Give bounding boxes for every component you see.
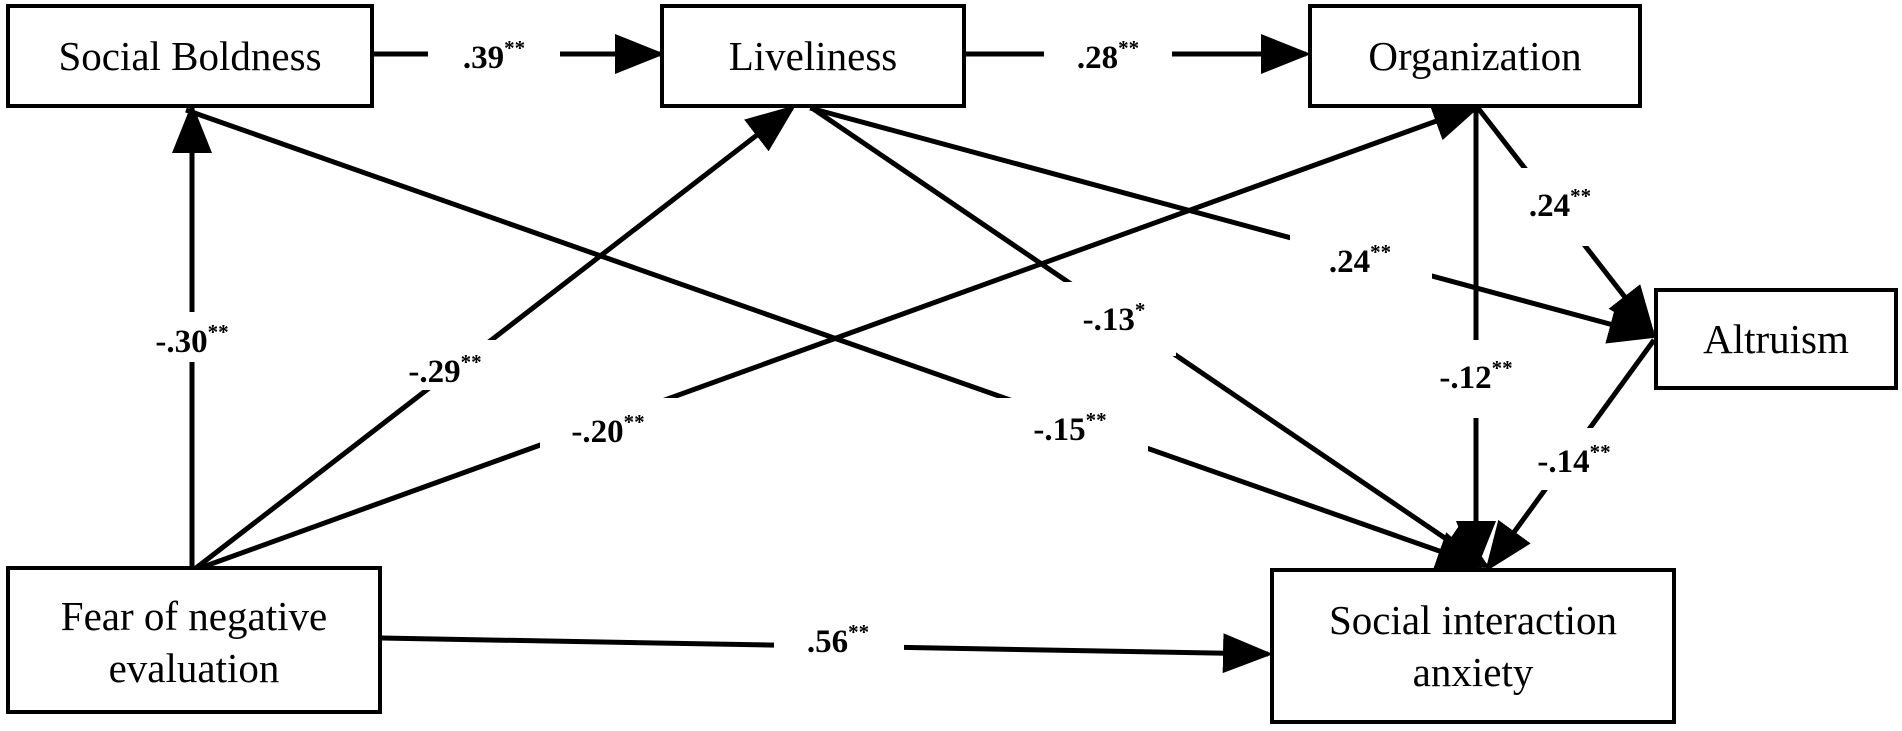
node-label-line2: anxiety xyxy=(1413,649,1534,695)
edge-label-organization-to-anxiety: -.12** xyxy=(1439,356,1512,396)
edge-label-boldness-to-liveliness: .39** xyxy=(463,36,525,76)
edge-label-boldness-to-anxiety: -.15** xyxy=(1033,408,1106,448)
label-bg-organization-altruism xyxy=(1506,168,1616,246)
label-bg-boldness-liveliness xyxy=(428,34,560,76)
node-organization: Organization xyxy=(1308,4,1642,108)
label-bg-organization-anxiety xyxy=(1424,340,1534,418)
edge-fear-to-liveliness xyxy=(194,104,796,570)
node-label: Altruism xyxy=(1703,316,1849,362)
edge-liveliness-to-altruism xyxy=(809,105,1659,344)
edge-label-fear-to-boldness: -.30** xyxy=(155,320,228,360)
edge-label-organization-to-altruism: .24** xyxy=(1529,184,1591,224)
edge-label-fear-to-organization: -.20** xyxy=(571,410,644,450)
label-bg-boldness-anxiety xyxy=(996,398,1148,462)
edges xyxy=(172,34,1659,674)
edge-boldness-to-anxiety xyxy=(185,107,1487,570)
node-social-boldness: Social Boldness xyxy=(6,4,374,108)
node-label-line1: Social interaction xyxy=(1329,597,1617,643)
edge-label-fear-to-liveliness: -.29** xyxy=(408,350,481,390)
node-label: Social Boldness xyxy=(58,33,321,79)
label-bg-liveliness-organization xyxy=(1044,34,1172,76)
label-bg-fear-liveliness xyxy=(380,340,510,390)
node-label: Organization xyxy=(1368,33,1581,79)
edge-label-backgrounds xyxy=(128,34,1632,664)
node-liveliness: Liveliness xyxy=(660,4,966,108)
label-bg-fear-anxiety xyxy=(774,612,904,664)
label-bg-fear-boldness xyxy=(128,312,258,362)
node-label-line1: Fear of negative xyxy=(61,593,327,639)
node-altruism: Altruism xyxy=(1654,288,1898,390)
edge-label-altruism-to-anxiety: -.14** xyxy=(1537,440,1610,480)
edge-label-liveliness-to-organization: .28** xyxy=(1077,36,1139,76)
label-bg-liveliness-anxiety xyxy=(1056,282,1176,356)
node-label: Liveliness xyxy=(729,33,898,79)
edge-fear-to-organization xyxy=(199,102,1483,571)
label-bg-fear-organization xyxy=(540,398,680,458)
node-social-interaction-anxiety: Social interaction anxiety xyxy=(1270,568,1676,724)
node-fear-of-negative-evaluation: Fear of negative evaluation xyxy=(6,566,382,714)
edge-label-liveliness-to-altruism: .24** xyxy=(1329,240,1391,280)
edge-label-liveliness-to-anxiety: -.13* xyxy=(1083,298,1146,338)
label-bg-liveliness-altruism xyxy=(1290,228,1432,286)
node-label-line2: evaluation xyxy=(109,645,280,691)
label-bg-altruism-anxiety xyxy=(1522,428,1632,490)
edge-labels: .39** .28** -.30** -.29** -.20** -.15** … xyxy=(155,36,1610,660)
edge-label-fear-to-anxiety: .56** xyxy=(807,620,869,660)
